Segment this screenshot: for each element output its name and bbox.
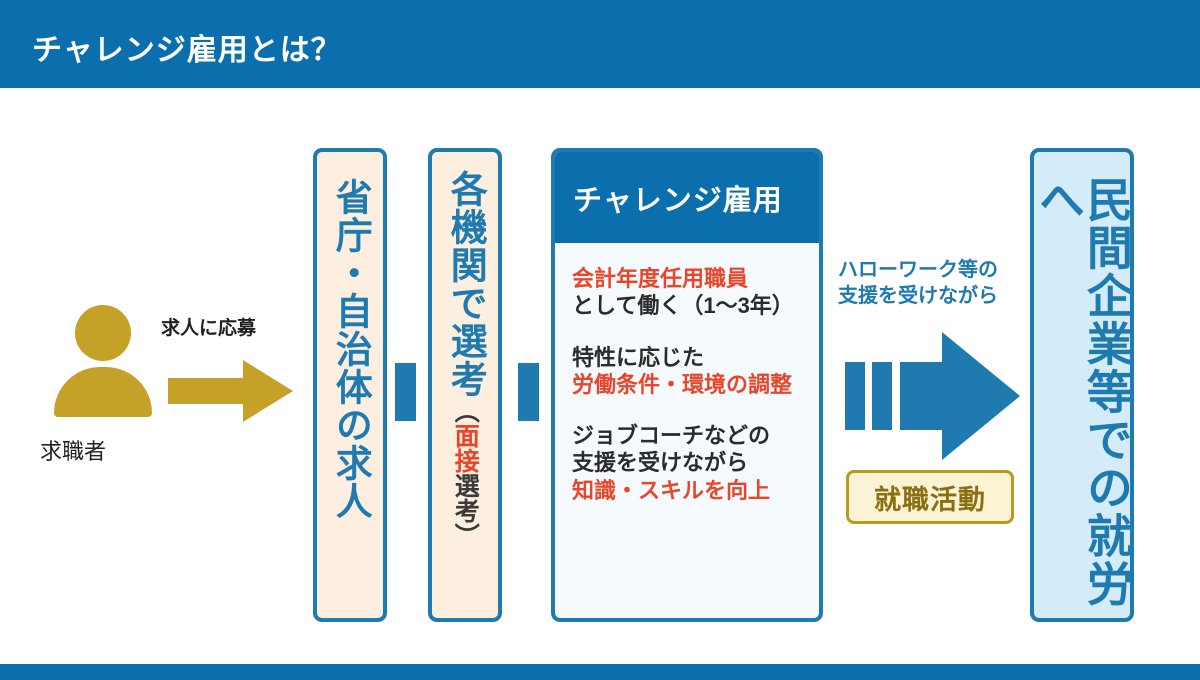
header-bar: チャレンジ雇用とは？ <box>0 0 1200 88</box>
challenge-box-title: チャレンジ雇用 <box>573 184 783 217</box>
screening-paren-close: ） <box>451 523 480 548</box>
footer-bar <box>0 664 1200 680</box>
screening-paren-rest: 選考 <box>451 473 480 523</box>
step-box-ministry-label: 省庁・自治体の求人 <box>330 178 372 520</box>
job-hunt-badge[interactable]: 就職活動 <box>846 470 1014 524</box>
person-icon <box>48 305 158 425</box>
hello-work-label-line1: ハローワーク等の <box>838 259 998 281</box>
job-hunt-badge-label: 就職活動 <box>874 484 986 515</box>
challenge-line: ジョブコーチなどの <box>572 423 771 449</box>
challenge-line: 特性に応じた <box>572 344 705 370</box>
right-arrow-icon <box>168 360 293 422</box>
outcome-box-label: 民間企業等での就労へ <box>1033 176 1133 608</box>
page-title: チャレンジ雇用とは？ <box>32 34 342 67</box>
challenge-line: として働く（1〜3年） <box>572 293 794 319</box>
challenge-line: 会計年度任用職員 <box>572 266 749 291</box>
challenge-box-body: 会計年度任用職員 として働く（1〜3年） 特性に応じた 労働条件・環境の調整 ジ… <box>555 243 819 504</box>
challenge-box-header: チャレンジ雇用 <box>555 152 819 243</box>
hello-work-label-line2: 支援を受けながら <box>838 284 998 307</box>
outcome-box-private-employment[interactable]: 民間企業等での就労へ <box>1030 148 1134 622</box>
screening-paren-red: 面接 <box>451 423 480 473</box>
person-head-shape <box>75 305 131 361</box>
hello-work-label: ハローワーク等の 支援を受けながら <box>838 258 998 309</box>
connector-bar-2 <box>518 363 539 421</box>
challenge-block-2: 特性に応じた 労働条件・環境の調整 <box>572 344 819 399</box>
challenge-block-1: 会計年度任用職員 として働く（1〜3年） <box>572 265 819 320</box>
step-box-ministry[interactable]: 省庁・自治体の求人 <box>313 148 387 622</box>
challenge-block-3: ジョブコーチなどの 支援を受けながら 知識・スキルを向上 <box>572 422 819 504</box>
challenge-line: 労働条件・環境の調整 <box>572 371 793 397</box>
job-seeker-label: 求職者 <box>40 439 107 464</box>
screening-main-text: 各機関で選考 <box>445 170 487 398</box>
screening-paren-open: （ <box>451 398 480 423</box>
step-box-screening-label: 各機関で選考（面接選考） <box>445 170 487 548</box>
challenge-line: 知識・スキルを向上 <box>572 477 771 503</box>
person-body-shape <box>54 367 152 417</box>
challenge-employment-box[interactable]: チャレンジ雇用 会計年度任用職員 として働く（1〜3年） 特性に応じた 労働条件… <box>551 148 823 622</box>
connector-bar-1 <box>395 363 416 421</box>
step-box-screening[interactable]: 各機関で選考（面接選考） <box>428 148 502 622</box>
apply-arrow-label: 求人に応募 <box>161 318 257 339</box>
striped-right-arrow-icon <box>845 332 1020 460</box>
challenge-line: 支援を受けながら <box>572 450 749 476</box>
